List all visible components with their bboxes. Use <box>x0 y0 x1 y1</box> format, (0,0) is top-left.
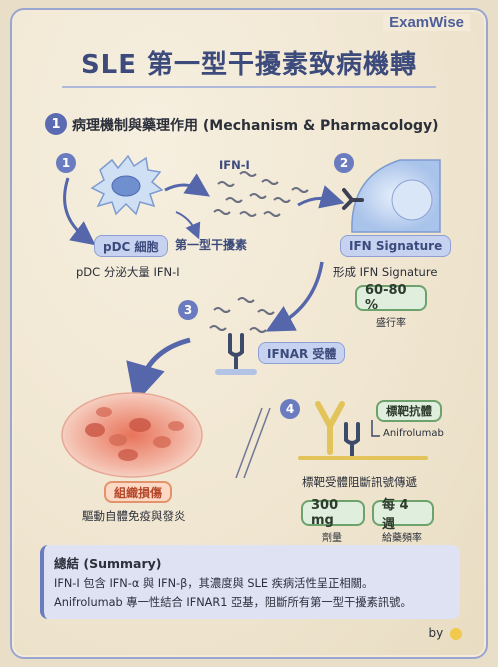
blocking-divider <box>235 407 271 479</box>
blocks-signal-text: 標靶受體阻斷訊號傳遞 <box>302 475 417 489</box>
pdc-secretes-text: pDC 分泌大量 IFN-I <box>76 265 180 279</box>
step-1-badge: 1 <box>56 153 76 173</box>
arrow-signature-to-ifnar <box>265 261 324 332</box>
ifnar-label: IFNAR 受體 <box>258 342 346 364</box>
section-number-badge: 1 <box>45 113 67 135</box>
summary-box: 總結 (Summary) IFN-I 包含 IFN-α 與 IFN-β，其濃度與… <box>40 545 460 619</box>
drives-autoimmunity-text: 驅動自體免疫與發炎 <box>82 509 186 523</box>
pdc-cell-icon <box>90 154 164 216</box>
ifn-molecules-icon <box>213 171 309 217</box>
step-2-badge: 2 <box>334 153 354 173</box>
section-title: 病理機制與藥理作用 (Mechanism & Pharmacology) <box>72 118 439 134</box>
blocked-receptor-icon <box>344 422 360 458</box>
antibody-pointer <box>371 420 380 437</box>
target-cell-icon <box>342 159 441 233</box>
step-4-badge: 4 <box>280 399 300 419</box>
ifn-signature-label: IFN Signature <box>340 235 452 257</box>
ifn-molecules-lower-icon <box>209 297 275 333</box>
ifnar-receptor-icon <box>215 333 257 375</box>
ifn-i-label: IFN-I <box>219 158 250 172</box>
frequency-label: 給藥頻率 <box>382 533 422 544</box>
frequency-value: 每 4 週 <box>372 498 434 532</box>
antibody-icon <box>315 401 345 455</box>
summary-title: 總結 (Summary) <box>54 556 162 571</box>
tissue-damage-label: 組織損傷 <box>104 481 173 503</box>
arrow-ifnar-to-tissue <box>126 337 191 405</box>
prevalence-value: 60-80 % <box>355 283 427 313</box>
page-title: SLE 第一型干擾素致病機轉 <box>80 50 418 80</box>
prevalence-label: 盛行率 <box>376 318 406 329</box>
title-divider <box>62 86 436 88</box>
summary-line-2: Anifrolumab 專一性結合 IFNAR1 亞基，阻斷所有第一型干擾素訊號… <box>54 596 412 609</box>
pdc-cell-label: pDC 細胞 <box>94 235 168 257</box>
summary-line-1: IFN-I 包含 IFN-α 與 IFN-β，其濃度與 SLE 疾病活性呈正相關… <box>54 577 374 590</box>
arrow-step1-curve <box>63 177 96 246</box>
forms-signature-text: 形成 IFN Signature <box>333 265 438 279</box>
step-3-badge: 3 <box>178 300 198 320</box>
author-logo-icon <box>450 627 462 640</box>
tissue-damage-icon <box>61 392 203 478</box>
targeted-antibody-label: 標靶抗體 <box>376 400 442 422</box>
arrow-ifn-label <box>175 211 201 240</box>
dose-value: 300 mg <box>301 498 365 528</box>
anifrolumab-label: Anifrolumab <box>383 428 444 439</box>
dose-label: 劑量 <box>322 533 342 544</box>
arrow-pdc-to-ifn <box>164 173 210 197</box>
footer-by-text: by <box>428 626 444 640</box>
type1-ifn-label: 第一型干擾素 <box>175 238 248 252</box>
brand-logo-text: ExamWise <box>383 14 470 31</box>
arrow-ifn-to-cell <box>297 185 345 209</box>
footer-by: by <box>428 626 462 640</box>
